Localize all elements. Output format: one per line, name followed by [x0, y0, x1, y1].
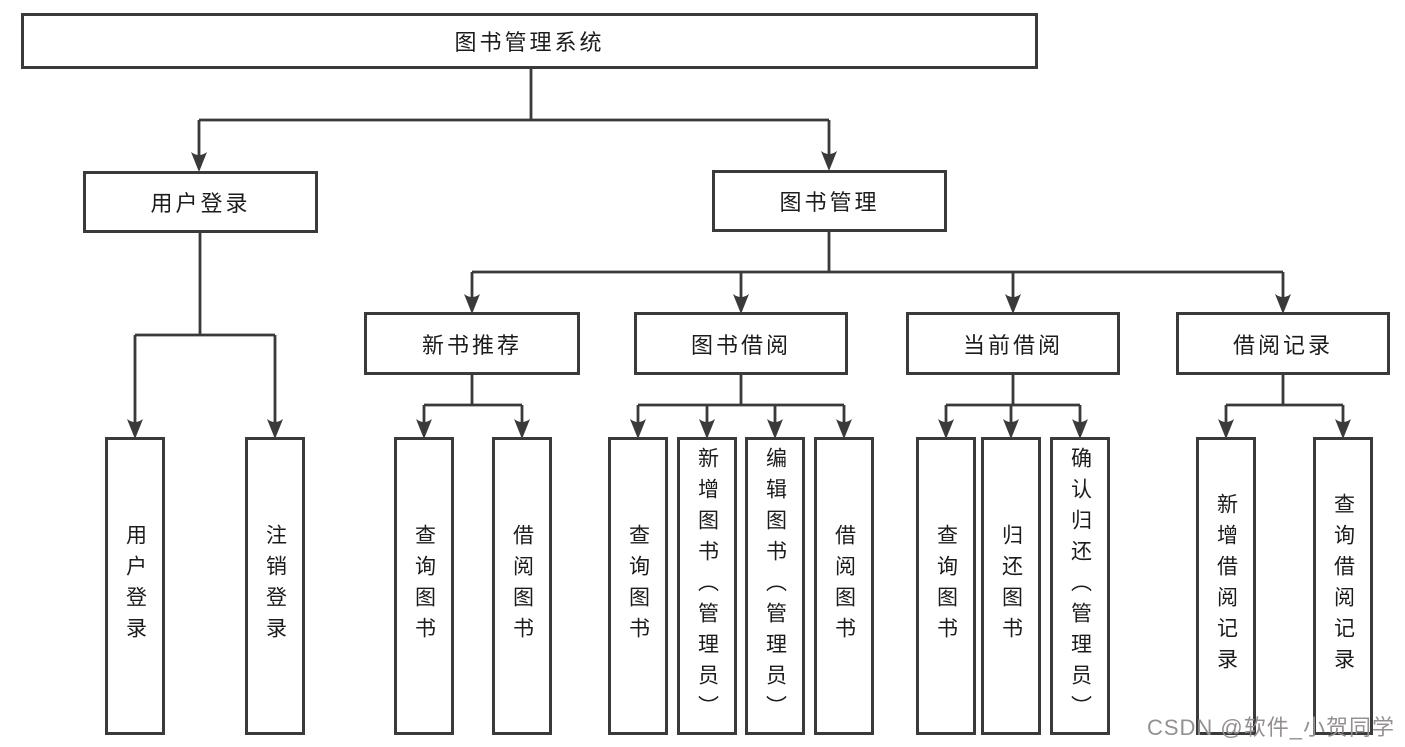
leaf-cb-confirm-return-admin-label: 确认归还（管理员） [1068, 446, 1092, 726]
connector-lines [133, 69, 1345, 423]
leaf-bb-borrow-books: 借阅图书 [814, 437, 874, 735]
leaf-cb-return-books-label: 归还图书 [999, 524, 1023, 648]
node-book-borrowing: 图书借阅 [634, 312, 848, 375]
leaf-bb-query-books-label: 查询图书 [626, 524, 650, 648]
leaf-cb-confirm-return-admin: 确认归还（管理员） [1050, 437, 1110, 735]
leaf-br-query-record: 查询借阅记录 [1313, 437, 1373, 735]
node-new-book-recommend: 新书推荐 [364, 312, 580, 375]
node-current-borrowing-label: 当前借阅 [962, 332, 1063, 358]
node-user-login-label: 用户登录 [150, 191, 251, 216]
node-book-management-label: 图书管理 [779, 190, 880, 215]
node-user-login: 用户登录 [83, 171, 318, 233]
node-book-management: 图书管理 [712, 170, 947, 232]
leaf-nb-borrow-books: 借阅图书 [492, 437, 552, 735]
leaf-bb-add-books-admin: 新增图书（管理员） [677, 437, 737, 735]
node-current-borrowing: 当前借阅 [906, 312, 1120, 375]
leaf-user-login-label: 用户登录 [123, 524, 147, 648]
leaf-logout: 注销登录 [245, 437, 305, 735]
node-borrowing-records: 借阅记录 [1176, 312, 1390, 375]
leaf-bb-edit-books-admin: 编辑图书（管理员） [745, 437, 805, 735]
csdn-watermark: CSDN @软件_小贺同学 [1146, 715, 1395, 740]
leaf-bb-edit-books-admin-label: 编辑图书（管理员） [763, 446, 787, 726]
node-borrowing-records-label: 借阅记录 [1232, 332, 1333, 358]
node-root-label: 图书管理系统 [454, 30, 605, 55]
leaf-user-login: 用户登录 [105, 437, 165, 735]
leaf-logout-label: 注销登录 [263, 524, 287, 648]
leaf-bb-add-books-admin-label: 新增图书（管理员） [695, 446, 719, 726]
leaf-br-query-record-label: 查询借阅记录 [1331, 493, 1355, 679]
leaf-bb-query-books: 查询图书 [608, 437, 668, 735]
leaf-bb-borrow-books-label: 借阅图书 [832, 524, 856, 648]
node-new-book-recommend-label: 新书推荐 [421, 332, 522, 358]
leaf-nb-query-books-label: 查询图书 [412, 524, 436, 648]
node-root-library-system: 图书管理系统 [21, 13, 1038, 69]
leaf-nb-borrow-books-label: 借阅图书 [510, 524, 534, 648]
leaf-cb-return-books: 归还图书 [981, 437, 1041, 735]
leaf-cb-query-books: 查询图书 [916, 437, 976, 735]
leaf-br-add-record: 新增借阅记录 [1196, 437, 1256, 735]
leaf-nb-query-books: 查询图书 [394, 437, 454, 735]
leaf-cb-query-books-label: 查询图书 [934, 524, 958, 648]
node-book-borrowing-label: 图书借阅 [690, 332, 791, 358]
leaf-br-add-record-label: 新增借阅记录 [1214, 493, 1238, 679]
